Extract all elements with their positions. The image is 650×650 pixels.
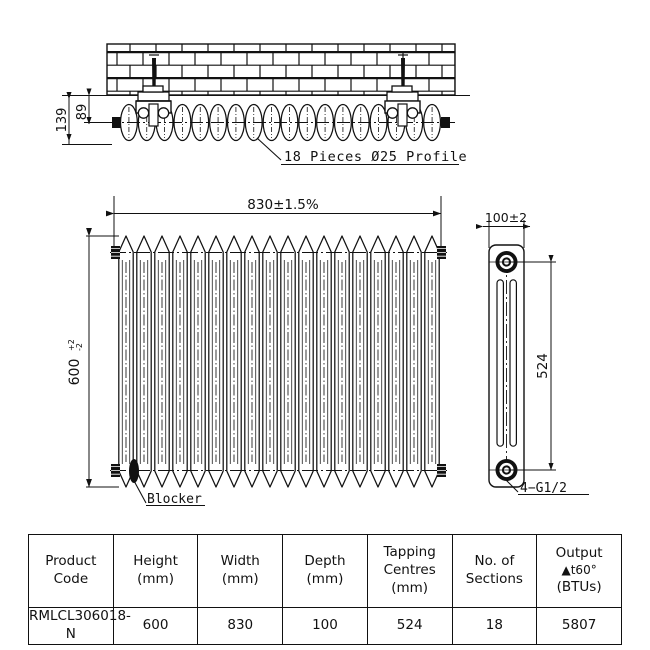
callout-18-pieces-profile: 18 Pieces Ø25 Profile bbox=[284, 149, 467, 165]
table-header-height: Height (mm) bbox=[112, 534, 199, 608]
header-line: (BTUs) bbox=[556, 578, 602, 595]
dim-bracket-depth-89 bbox=[84, 88, 112, 125]
front-section-column bbox=[226, 235, 242, 488]
front-section-column bbox=[118, 235, 134, 488]
dim-label-89: 89 bbox=[75, 104, 90, 121]
table-header-output: Output ▲t60° (BTUs) bbox=[536, 534, 622, 608]
front-section-column bbox=[172, 235, 188, 488]
cell-width: 830 bbox=[197, 607, 284, 645]
dim-overall-depth-139 bbox=[62, 91, 112, 145]
header-line: (mm) bbox=[137, 571, 174, 587]
front-section-column bbox=[244, 235, 260, 488]
front-section-column bbox=[334, 235, 350, 488]
header-line: Output bbox=[555, 545, 603, 562]
table-header-product-code: Product Code bbox=[28, 534, 114, 608]
table-header-width: Width (mm) bbox=[197, 534, 284, 608]
front-section-column bbox=[370, 235, 386, 488]
header-line: (mm) bbox=[306, 571, 344, 587]
header-line: Centres bbox=[383, 562, 436, 579]
header-line: Width bbox=[220, 553, 260, 570]
table-header-depth: Depth (mm) bbox=[282, 534, 368, 608]
dim-label-139: 139 bbox=[55, 108, 70, 133]
front-section-column bbox=[280, 235, 296, 488]
end-cap-top-left bbox=[111, 246, 120, 259]
dim-label-100: 100±2 bbox=[485, 210, 527, 225]
top-view-group: 139 89 18 Pieces Ø25 Profile bbox=[55, 43, 470, 166]
front-section-column bbox=[190, 235, 206, 488]
dim-label-524: 524 bbox=[535, 353, 551, 379]
cell-height: 600 bbox=[112, 607, 199, 645]
header-line: Code bbox=[53, 571, 89, 587]
front-section-column bbox=[424, 235, 440, 488]
table-header-no-of-sections: No. of Sections bbox=[451, 534, 538, 608]
cell-depth: 100 bbox=[282, 607, 368, 645]
header-line: No. of bbox=[474, 553, 515, 570]
header-line-delta-t60: ▲t60° bbox=[561, 563, 597, 578]
dim-label-830: 830±1.5% bbox=[247, 197, 319, 213]
front-section-column bbox=[316, 235, 332, 488]
front-section-column bbox=[262, 235, 278, 488]
radiator-front-view-body bbox=[110, 235, 447, 488]
radiator-top-view-sections bbox=[106, 103, 456, 142]
callout-4-g-half: 4−G1/2 bbox=[520, 481, 567, 496]
table-header-row: Product Code Height (mm) Width (mm) Dept… bbox=[28, 534, 622, 608]
header-line: Product bbox=[45, 553, 97, 570]
header-line: Depth bbox=[304, 553, 346, 570]
front-section-column bbox=[298, 235, 314, 488]
dim-label-600-tol-lower: -2 bbox=[75, 343, 84, 351]
dim-depth-100 bbox=[475, 220, 531, 248]
front-section-column bbox=[154, 235, 170, 488]
cell-no-of-sections: 18 bbox=[451, 607, 538, 645]
end-cap-bottom-right bbox=[437, 464, 446, 477]
callout-blocker: Blocker bbox=[147, 492, 202, 507]
cell-product-code: RMLCL306018-N bbox=[28, 607, 131, 645]
radiator-side-view-body bbox=[488, 244, 528, 488]
table-header-tapping-centres: Tapping Centres (mm) bbox=[366, 534, 453, 608]
front-section-column bbox=[352, 235, 368, 488]
dim-label-600-tol-upper: +2 bbox=[67, 339, 76, 351]
callout-blocker-leader bbox=[132, 478, 205, 507]
header-line: (mm) bbox=[221, 571, 259, 587]
radiator-wall-bracket-left bbox=[135, 85, 172, 127]
wall-bracket-rod-left bbox=[149, 54, 159, 92]
header-line: (mm) bbox=[391, 579, 429, 596]
front-section-column bbox=[388, 235, 404, 488]
front-section-column bbox=[208, 235, 224, 488]
dim-label-600: 600 bbox=[67, 359, 83, 386]
specification-table: Product Code Height (mm) Width (mm) Dept… bbox=[28, 534, 622, 645]
header-line: Height bbox=[133, 553, 178, 570]
header-line: Tapping bbox=[383, 544, 436, 561]
front-section-column bbox=[136, 235, 152, 488]
blocker-element bbox=[129, 459, 139, 483]
cell-tapping-centres: 524 bbox=[366, 607, 453, 645]
cell-output: 5807 bbox=[536, 607, 622, 645]
callout-profile-leader bbox=[256, 137, 459, 166]
wall-bracket-rod-right bbox=[398, 54, 408, 92]
dim-height-600 bbox=[86, 227, 119, 488]
table-row: RMLCL306018-N 600 830 100 524 18 5807 bbox=[28, 607, 622, 645]
dim-tapping-centres-524 bbox=[508, 254, 556, 471]
side-view-group: 100±2 bbox=[475, 210, 589, 496]
dim-label-600-group: 600 +2 -2 bbox=[67, 339, 84, 385]
dim-width-830 bbox=[105, 196, 442, 248]
header-line: Sections bbox=[465, 571, 523, 587]
callout-thread-leader bbox=[500, 474, 589, 496]
front-section-column bbox=[406, 235, 422, 488]
radiator-wall-bracket-right bbox=[384, 85, 421, 127]
end-cap-top-right bbox=[437, 246, 446, 259]
end-cap-bottom-left bbox=[111, 464, 120, 477]
front-view-group: 830±1.5% 600 +2 -2 bbox=[67, 196, 447, 507]
